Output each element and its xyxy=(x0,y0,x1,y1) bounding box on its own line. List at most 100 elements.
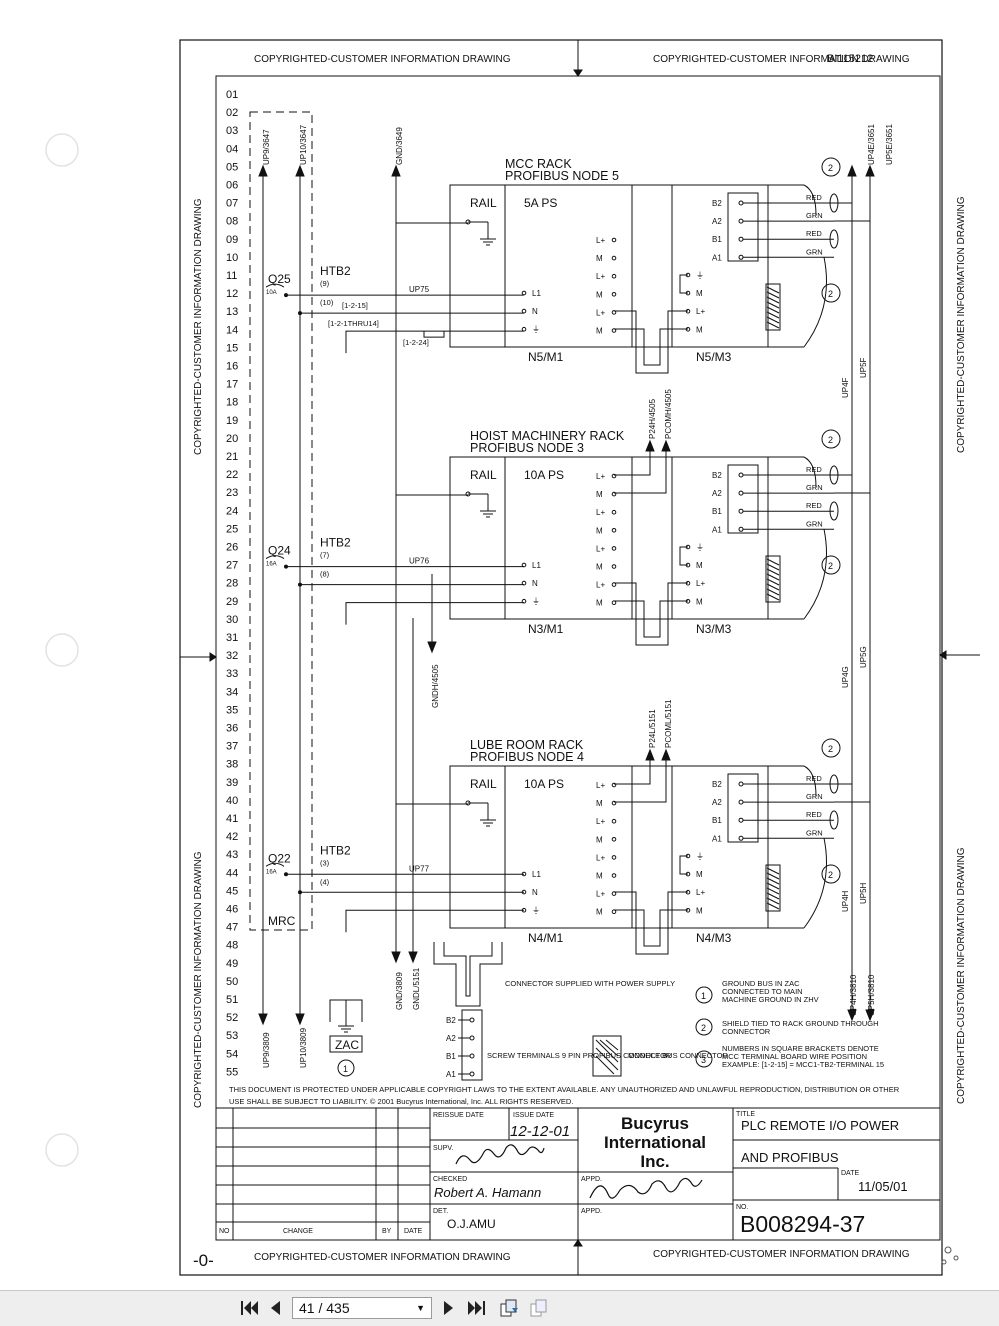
row-number: 21 xyxy=(226,451,238,463)
breaker-label: Q24 xyxy=(268,544,291,558)
ps-label: 10A PS xyxy=(524,777,564,791)
binder-hole xyxy=(45,133,79,167)
wire-color-label: GRN xyxy=(806,519,823,528)
rev-header: CHANGE xyxy=(283,1228,313,1235)
row-number: 01 xyxy=(226,89,238,101)
terminal-label: L+ xyxy=(596,272,605,281)
row-number: 41 xyxy=(226,813,238,825)
stamp-mark xyxy=(941,1246,959,1265)
terminal-label: L+ xyxy=(596,781,605,790)
row-number: 19 xyxy=(226,415,238,427)
output-label: PCOMH/4505 xyxy=(664,389,673,439)
terminal-label: L1 xyxy=(532,289,541,298)
copyright-banner: COPYRIGHTED-CUSTOMER INFORMATION DRAWING xyxy=(653,1249,910,1260)
ps-label: 5A PS xyxy=(524,196,557,210)
continuous-view-button[interactable] xyxy=(528,1298,550,1318)
drawing-sheet: COPYRIGHTED-CUSTOMER INFORMATION DRAWING… xyxy=(45,39,980,1276)
terminal-number: (4) xyxy=(320,877,330,886)
next-page-icon xyxy=(444,1301,453,1315)
row-number: 46 xyxy=(226,904,238,916)
bus-label: UP4E/3651 xyxy=(867,124,876,165)
appd-label: APPD. xyxy=(581,1176,602,1183)
svg-text:3: 3 xyxy=(701,1055,706,1065)
terminal-label: M xyxy=(596,490,603,499)
terminal-label: L+ xyxy=(596,472,605,481)
svg-text:A2: A2 xyxy=(446,1034,456,1043)
terminal-label: N xyxy=(532,307,538,316)
bus-label: UP5F xyxy=(859,357,868,378)
htb-label: HTB2 xyxy=(320,536,351,550)
rev-header: NO xyxy=(219,1228,230,1235)
breaker-label: Q22 xyxy=(268,851,291,865)
row-number: 04 xyxy=(226,143,238,155)
page-number-input[interactable]: 41 / 435▼ xyxy=(292,1297,432,1319)
row-number: 51 xyxy=(226,994,238,1006)
drawing-title: AND PROFIBUS xyxy=(741,1150,839,1165)
terminal-label: L1 xyxy=(532,870,541,879)
row-number: 18 xyxy=(226,397,238,409)
company-name: Bucyrus xyxy=(621,1114,689,1133)
row-number: 13 xyxy=(226,306,238,318)
first-page-icon xyxy=(241,1301,258,1315)
bus-label: UP4H/3810 xyxy=(849,974,858,1016)
wire-label: UP77 xyxy=(409,864,430,873)
terminal-label: N xyxy=(532,888,538,897)
terminal-label: L+ xyxy=(596,308,605,317)
bus-terminal-label: B1 xyxy=(712,816,722,825)
bus-terminal-label: B1 xyxy=(712,235,722,244)
row-numbers: 0102030405060708091011121314151617181920… xyxy=(226,89,238,1078)
page-view-button[interactable] xyxy=(498,1298,520,1318)
prev-page-button[interactable] xyxy=(264,1298,286,1318)
terminal-number: (9) xyxy=(320,279,330,288)
row-number: 17 xyxy=(226,379,238,391)
row-number: 07 xyxy=(226,198,238,210)
row-number: 15 xyxy=(226,342,238,354)
rail-label: RAIL xyxy=(470,777,497,791)
output-label: P24L/5151 xyxy=(648,709,657,748)
last-page-button[interactable] xyxy=(466,1298,488,1318)
drawing-title: PLC REMOTE I/O POWER xyxy=(741,1118,899,1133)
terminal-ref: [1-2-15] xyxy=(342,301,368,310)
note-1-marker xyxy=(337,1059,355,1077)
title-block xyxy=(215,1107,941,1241)
terminal-label: M xyxy=(696,597,703,606)
first-page-button[interactable] xyxy=(238,1298,260,1318)
htb-label: HTB2 xyxy=(320,264,351,278)
terminal-label: ⏚ xyxy=(532,906,540,915)
wire-color-label: RED xyxy=(806,465,822,474)
date-label: DATE xyxy=(841,1170,859,1177)
terminal-label: M xyxy=(696,906,703,915)
drawing-number: B008294-37 xyxy=(740,1211,865,1237)
row-number: 02 xyxy=(226,107,238,119)
bus-label: GNDL/5151 xyxy=(412,967,421,1010)
row-number: 12 xyxy=(226,288,238,300)
htb-label: HTB2 xyxy=(320,843,351,857)
row-number: 47 xyxy=(226,922,238,934)
viewer-toolbar: 41 / 435▼ xyxy=(0,1290,999,1326)
issue-date: 12-12-01 xyxy=(510,1123,570,1140)
node-title: HOIST MACHINERY RACK xyxy=(470,429,625,443)
node-subtitle: PROFIBUS NODE 5 xyxy=(505,169,619,183)
row-number: 16 xyxy=(226,361,238,373)
row-number: 49 xyxy=(226,958,238,970)
wire-color-label: RED xyxy=(806,193,822,202)
copyright-banner: COPYRIGHTED-CUSTOMER INFORMATION DRAWING xyxy=(193,851,204,1108)
wire-color-label: RED xyxy=(806,774,822,783)
wire-label: UP76 xyxy=(409,557,430,566)
reissue-date-label: REISSUE DATE xyxy=(433,1112,484,1119)
terminal-label: L+ xyxy=(696,579,705,588)
bus-terminal-label: B1 xyxy=(712,507,722,516)
checked-label: CHECKED xyxy=(433,1176,467,1183)
breaker-rating: 16A xyxy=(266,562,277,568)
node-subtitle: PROFIBUS NODE 4 xyxy=(470,750,584,764)
bus-label: UP5G xyxy=(859,646,868,668)
continuous-view-icon xyxy=(530,1299,547,1317)
terminal-label: M xyxy=(696,325,703,334)
next-page-button[interactable] xyxy=(438,1298,460,1318)
no-label: NO. xyxy=(736,1204,749,1211)
wire-color-label: GRN xyxy=(806,792,823,801)
copyright-banner: COPYRIGHTED-CUSTOMER INFORMATION DRAWING xyxy=(956,196,967,453)
